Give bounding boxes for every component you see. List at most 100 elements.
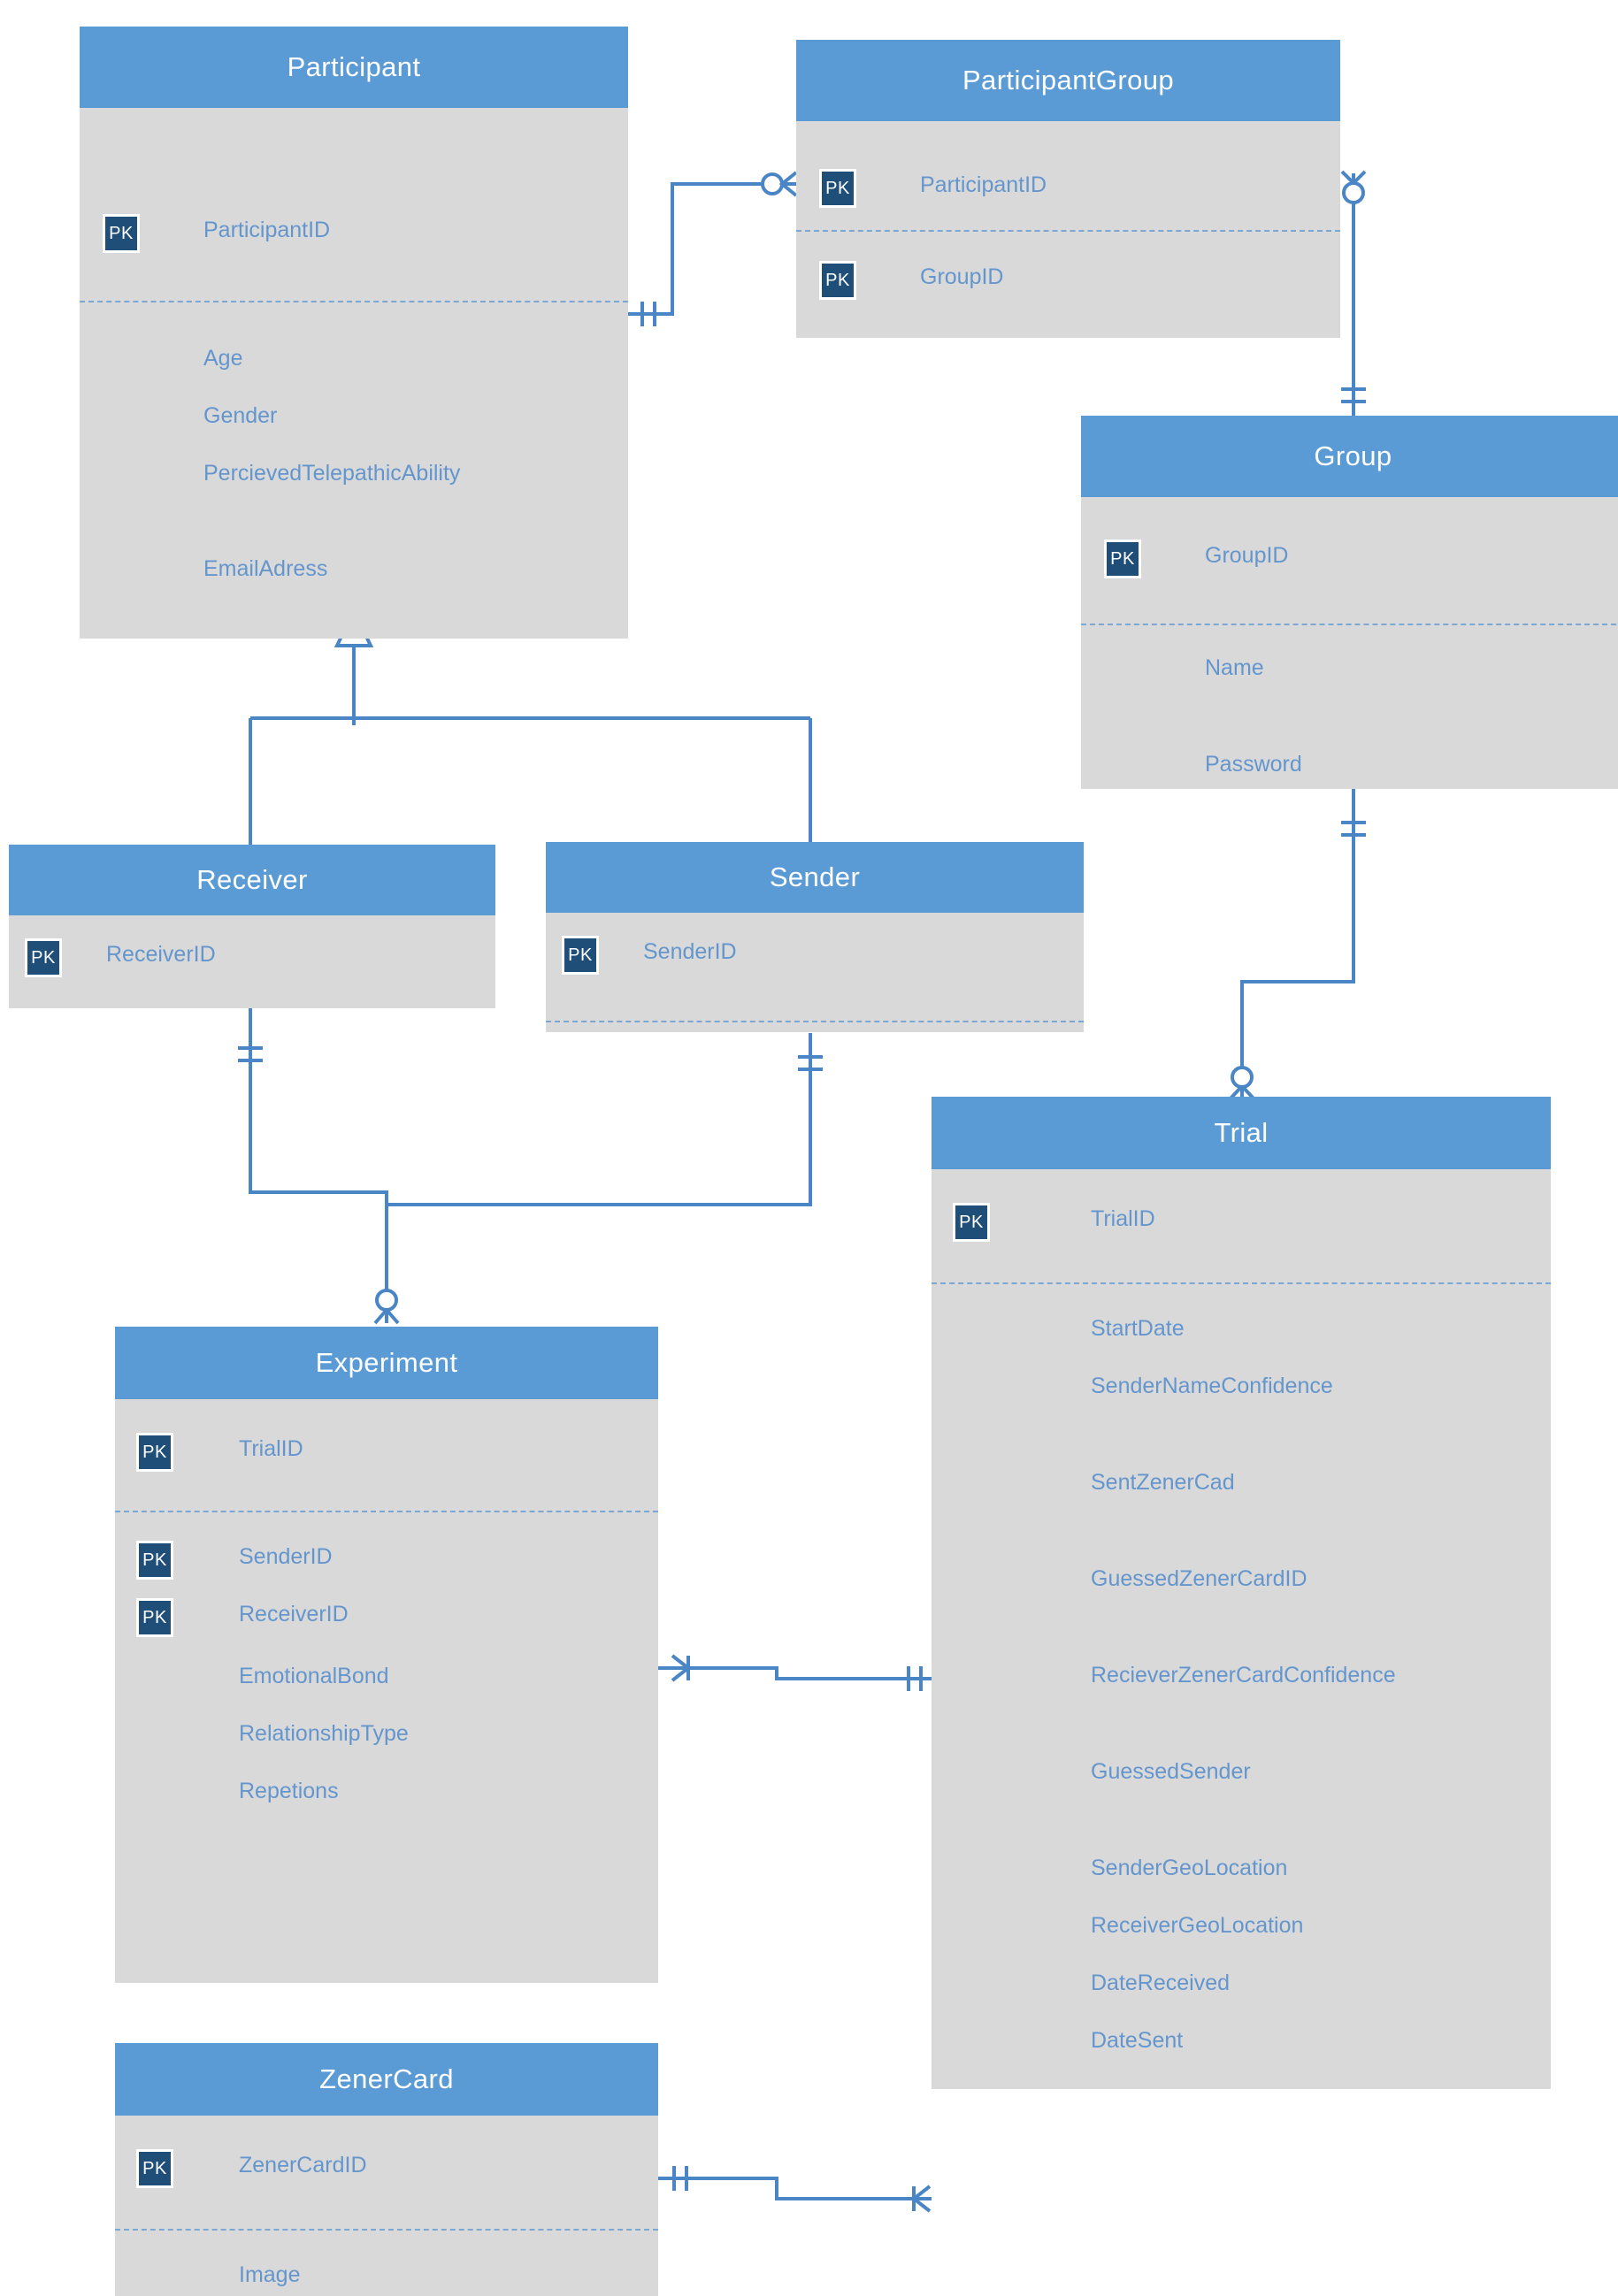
attribute-row[interactable]: GuessedZenerCardID [932, 1554, 1551, 1611]
pk-badge: PK [136, 1433, 173, 1472]
entity-header-participantgroup: ParticipantGroup [796, 40, 1340, 121]
attribute-row[interactable]: PK ParticipantID [796, 160, 1340, 217]
attribute-row[interactable]: Image [115, 2250, 658, 2296]
pk-badge: PK [562, 936, 599, 975]
connector-participantgroup-group [1340, 170, 1367, 416]
entity-body-participant: PK ParticipantID Age Gender PercievedTel… [80, 108, 628, 639]
entity-title: Experiment [315, 1347, 458, 1378]
attribute-label: SenderID [239, 1544, 333, 1569]
attribute-label: DateReceived [1091, 1971, 1231, 1995]
attribute-row[interactable]: RecieverZenerCardConfidence [932, 1650, 1551, 1707]
attribute-label: PercievedTelepathicAbility [203, 461, 461, 486]
entity-body-sender: PK SenderID [546, 913, 1084, 1032]
entity-group[interactable]: Group PK GroupID Name Password [1081, 416, 1618, 789]
attribute-row[interactable]: PK SenderID [115, 1532, 658, 1588]
attribute-label: Gender [203, 403, 278, 428]
attribute-label: Age [203, 346, 243, 371]
attribute-row[interactable]: Name [1081, 643, 1618, 700]
attribute-label: ZenerCardID [239, 2153, 367, 2177]
attribute-row[interactable]: DateReceived [932, 1958, 1551, 2015]
attribute-label: RecieverZenerCardConfidence [1091, 1663, 1396, 1688]
attribute-row[interactable]: DateSent [932, 2016, 1551, 2072]
attribute-row[interactable]: ReceiverGeoLocation [932, 1901, 1551, 1957]
attribute-row[interactable]: PK SenderID [546, 927, 1084, 983]
connector-experiment-trial [658, 1654, 932, 1691]
attribute-row[interactable]: SenderNameConfidence [932, 1361, 1551, 1418]
attribute-row[interactable]: SenderGeoLocation [932, 1843, 1551, 1900]
entity-trial[interactable]: Trial PK TrialID StartDate SenderNameCon… [932, 1097, 1551, 2089]
attribute-row[interactable]: Gender [80, 391, 628, 448]
connector-generalization-participant [249, 606, 812, 845]
attribute-label: SenderGeoLocation [1091, 1856, 1288, 1880]
entity-body-participantgroup: PK ParticipantID PK GroupID [796, 121, 1340, 338]
pk-badge: PK [25, 938, 62, 977]
connector-receiver-sender-experiment [238, 1008, 823, 1325]
entity-zenercard[interactable]: ZenerCard PK ZenerCardID Image [115, 2043, 658, 2296]
entity-experiment[interactable]: Experiment PK TrialID PK SenderID PK Rec… [115, 1327, 658, 1983]
attribute-row[interactable]: PK ReceiverID [115, 1589, 658, 1646]
pk-badge: PK [136, 2149, 173, 2188]
attribute-row[interactable]: RelationshipType [115, 1709, 658, 1765]
attribute-label: ReceiverID [239, 1602, 349, 1626]
entity-body-zenercard: PK ZenerCardID Image [115, 2116, 658, 2296]
attribute-row[interactable]: PK GroupID [1081, 531, 1618, 587]
entity-title: Sender [769, 861, 861, 892]
entity-participant[interactable]: Participant PK ParticipantID Age Gender … [80, 27, 628, 639]
entity-title: Receiver [196, 864, 308, 895]
attribute-row[interactable]: StartDate [932, 1304, 1551, 1360]
attribute-row[interactable]: EmotionalBond [115, 1651, 658, 1708]
pk-badge: PK [819, 169, 856, 208]
entity-sender[interactable]: Sender PK SenderID [546, 842, 1084, 1032]
entity-title: ParticipantGroup [962, 65, 1175, 96]
pk-divider [115, 2229, 658, 2231]
attribute-label: ReceiverID [106, 942, 216, 967]
attribute-row[interactable]: Password [1081, 739, 1618, 796]
entity-participantgroup[interactable]: ParticipantGroup PK ParticipantID PK Gro… [796, 40, 1340, 338]
attribute-label: StartDate [1091, 1316, 1185, 1341]
pk-divider [80, 301, 628, 302]
attribute-label: TrialID [239, 1436, 303, 1461]
connector-participant-participantgroup [628, 171, 798, 326]
entity-title: Group [1314, 440, 1392, 471]
attribute-label: Password [1205, 752, 1302, 777]
attribute-label: GuessedZenerCardID [1091, 1566, 1307, 1591]
pk-badge: PK [136, 1541, 173, 1580]
entity-body-trial: PK TrialID StartDate SenderNameConfidenc… [932, 1169, 1551, 2089]
attribute-row[interactable]: Age [80, 333, 628, 390]
attribute-label: ParticipantID [203, 218, 331, 242]
pk-badge: PK [136, 1598, 173, 1637]
attribute-row[interactable]: PK GroupID [796, 252, 1340, 309]
attribute-row[interactable]: EmailAdress [80, 544, 628, 601]
entity-header-zenercard: ZenerCard [115, 2043, 658, 2116]
entity-title: ZenerCard [319, 2063, 454, 2094]
attribute-row[interactable]: PK ZenerCardID [115, 2140, 658, 2197]
attribute-label: EmailAdress [203, 556, 328, 581]
connector-zenercard-trial [658, 2166, 932, 2213]
entity-header-experiment: Experiment [115, 1327, 658, 1399]
entity-body-receiver: PK ReceiverID [9, 915, 495, 1008]
entity-body-experiment: PK TrialID PK SenderID PK ReceiverID Emo… [115, 1399, 658, 1983]
pk-badge: PK [819, 261, 856, 300]
attribute-row[interactable]: GuessedSender [932, 1747, 1551, 1803]
attribute-row[interactable]: Repetions [115, 1766, 658, 1823]
attribute-label: ParticipantID [920, 172, 1047, 197]
entity-header-group: Group [1081, 416, 1618, 497]
entity-receiver[interactable]: Receiver PK ReceiverID [9, 845, 495, 1008]
pk-badge: PK [103, 214, 140, 253]
pk-badge: PK [1104, 540, 1141, 578]
attribute-label: GuessedSender [1091, 1759, 1251, 1784]
attribute-row[interactable]: PK TrialID [115, 1424, 658, 1481]
attribute-label: Image [239, 2262, 301, 2287]
pk-badge: PK [953, 1203, 990, 1242]
entity-title: Participant [287, 51, 421, 82]
entity-header-receiver: Receiver [9, 845, 495, 915]
attribute-row[interactable]: PK TrialID [932, 1194, 1551, 1251]
attribute-label: SenderNameConfidence [1091, 1374, 1333, 1398]
attribute-label: ReceiverGeoLocation [1091, 1913, 1304, 1938]
attribute-row[interactable]: PercievedTelepathicAbility [80, 448, 628, 505]
pk-divider [932, 1282, 1551, 1284]
pk-divider [546, 1021, 1084, 1022]
attribute-row[interactable]: PK ParticipantID [80, 205, 628, 262]
attribute-row[interactable]: PK ReceiverID [9, 930, 495, 986]
attribute-row[interactable]: SentZenerCad [932, 1458, 1551, 1514]
